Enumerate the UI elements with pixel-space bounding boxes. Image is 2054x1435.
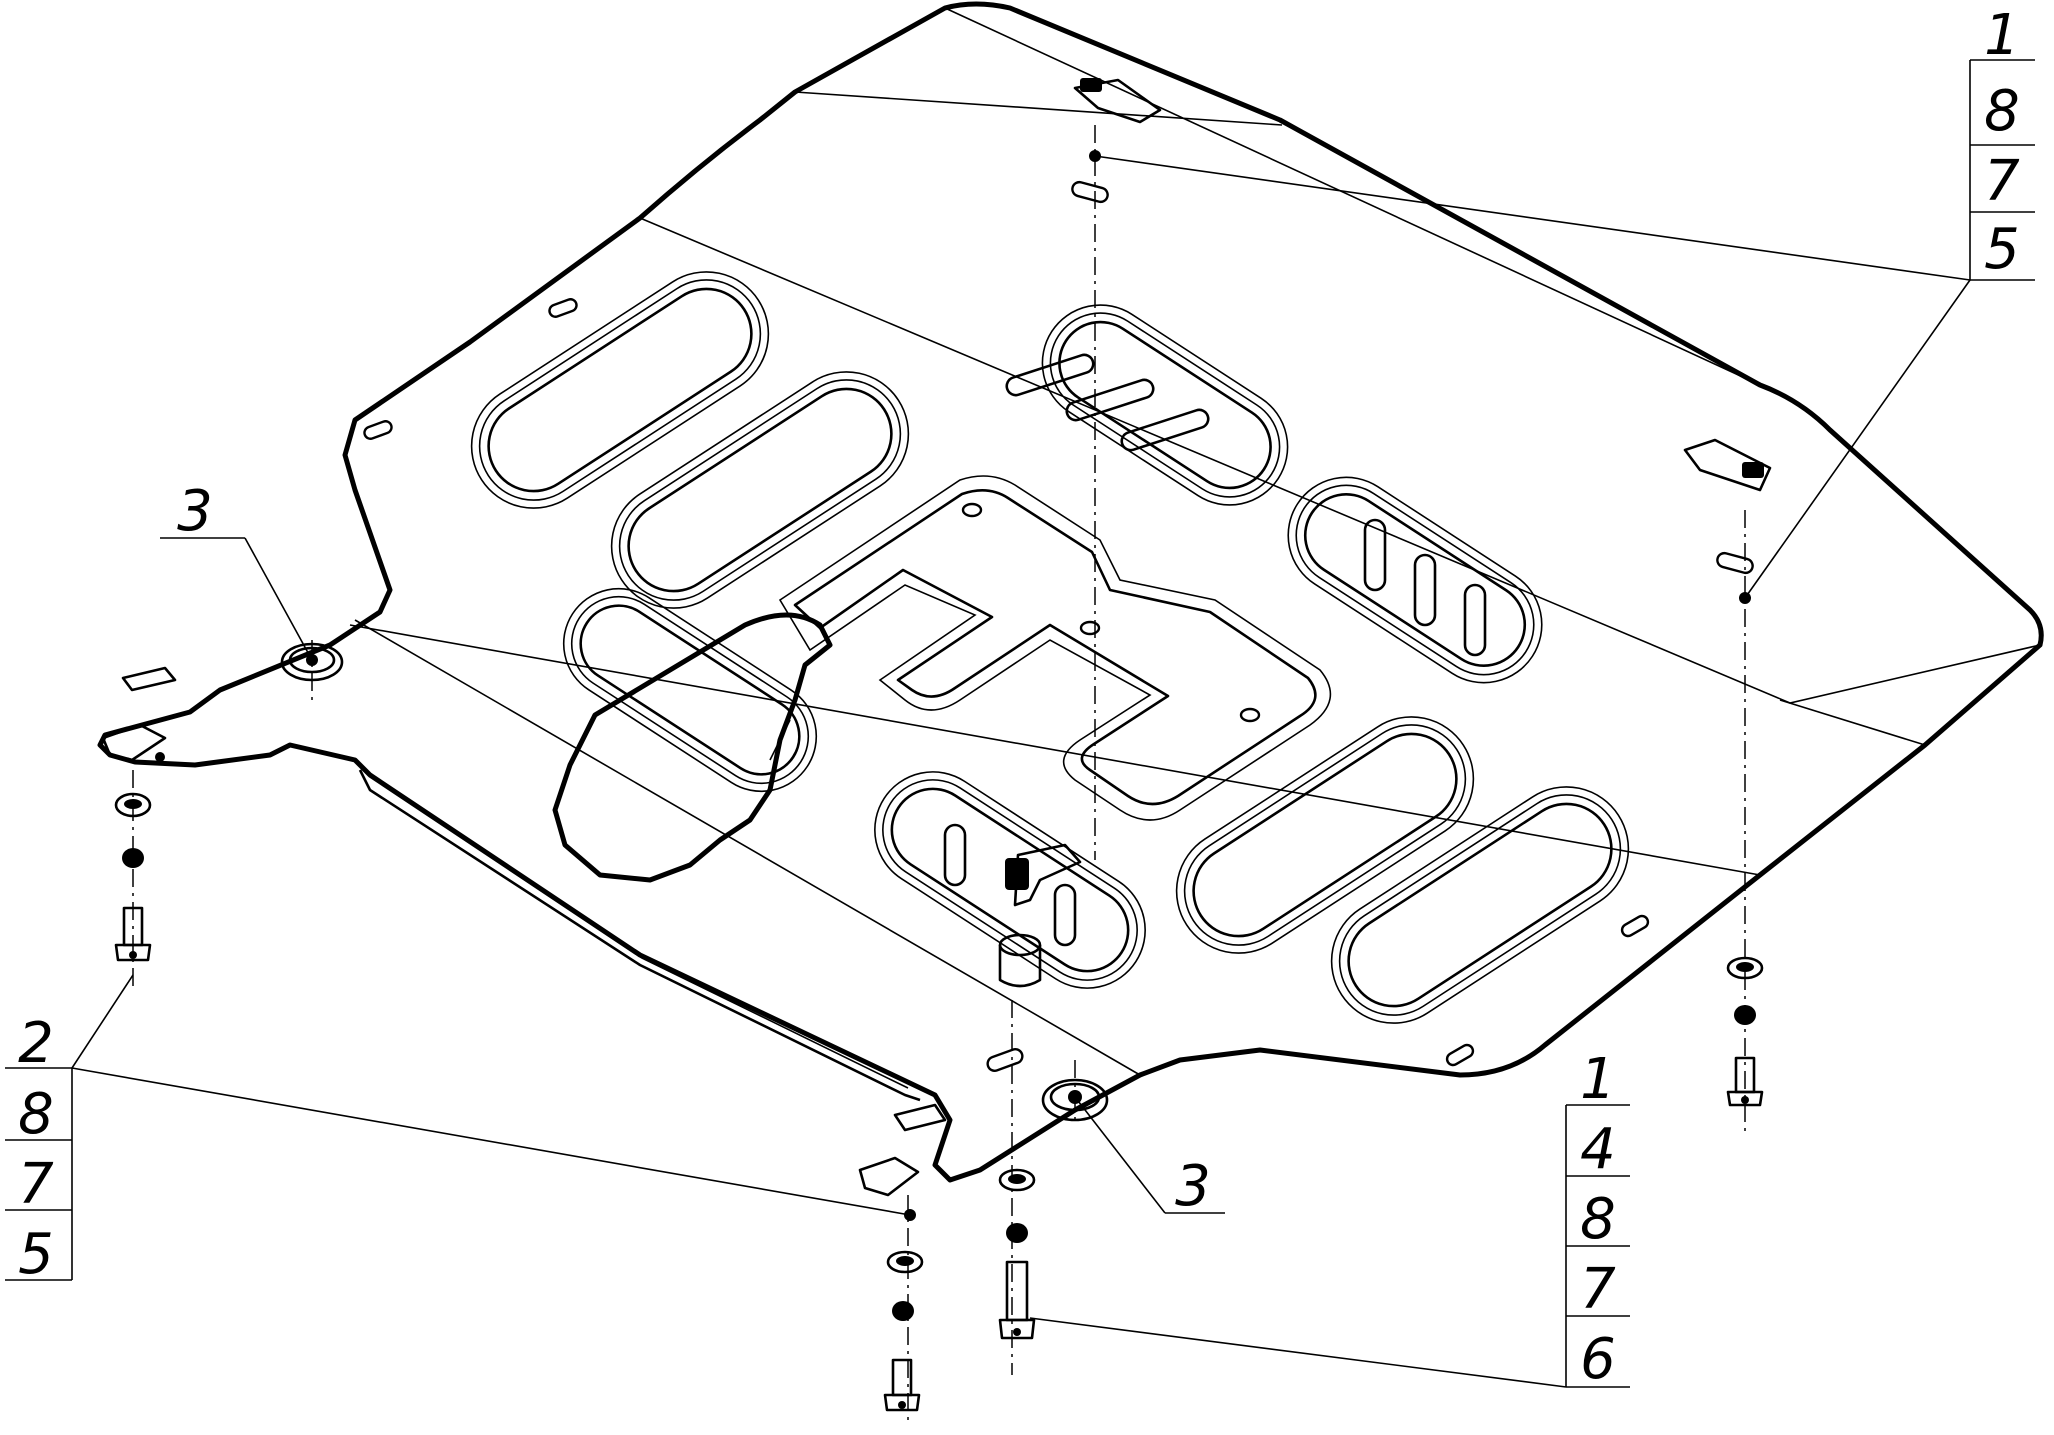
slot-group-top [1005,353,1210,452]
callout-part3-left: 3 [177,479,213,544]
skid-plate-outline [97,1,2044,1183]
leader-lines [71,155,1971,1388]
callout-stack-top-right: 1 8 7 5 [1984,3,2020,282]
callout-number: 7 [1580,1257,1616,1322]
central-serpentine-relief [778,475,1332,821]
callout-number: 4 [1580,1117,1616,1182]
callout-number: 1 [1580,1047,1616,1112]
callout-number: 5 [18,1222,54,1287]
fastener-stack-bottom-left [883,1209,924,1412]
relief-oval-6 [1330,786,1630,1024]
plate-fold-edge [358,769,921,1102]
bracket-center [1005,843,1082,907]
callout-number: 5 [1984,217,2020,282]
cutaway-section [552,612,833,883]
callout-number: 7 [1984,149,2020,214]
callout-number: 2 [18,1011,54,1076]
relief-oval-4 [1287,476,1543,684]
bend-line-4 [349,624,1761,876]
callout-underlines-part3 [160,537,1225,1214]
callout-part3-bottom: 3 [1175,1154,1211,1219]
callout-number: 6 [1580,1327,1616,1392]
callout-number: 1 [1984,3,2020,68]
bend-line-1 [794,91,1283,126]
fastener-stack-left [114,792,152,962]
callout-number: 8 [1580,1187,1616,1252]
bracket-bottom [858,1103,947,1197]
bracket-top [1073,78,1162,124]
bracket-left [101,666,177,762]
relief-oval-8 [562,587,818,793]
spacer-sleeve [998,933,1042,988]
callout-stack-right-bottom: 1 4 8 7 6 [1580,1047,1616,1392]
bend-line-5 [354,619,1141,1076]
relief-oval-5 [1175,716,1475,954]
bend-line-6 [1779,699,1926,746]
plate-fold-edge-inner [371,777,909,1089]
relief-oval-7 [874,771,1146,989]
callout-number: 7 [18,1152,54,1217]
callout-frame-left-bottom [5,1067,73,1281]
callout-number: 8 [18,1082,54,1147]
callout-frame-top-right [1969,59,2035,281]
fastener-stack-right [1726,592,1764,1107]
slot-group-bottom [943,823,1077,947]
fastener-stack-bottom-center [998,1168,1036,1340]
callout-stack-left-bottom: 2 8 7 5 [18,1011,54,1287]
bracket-right [1683,438,1772,492]
bend-line-2 [944,7,1761,386]
cutaway-section-inner [769,719,791,761]
relief-oval-1 [470,271,770,509]
callout-frame-right-bottom [1565,1104,1630,1388]
relief-oval-3 [1041,304,1289,506]
callout-number: 8 [1984,79,2020,144]
mounting-holes [363,180,1754,1072]
bend-line-3 [639,217,2041,704]
slot-group-right [1363,518,1487,657]
relief-oval-2 [610,371,910,609]
